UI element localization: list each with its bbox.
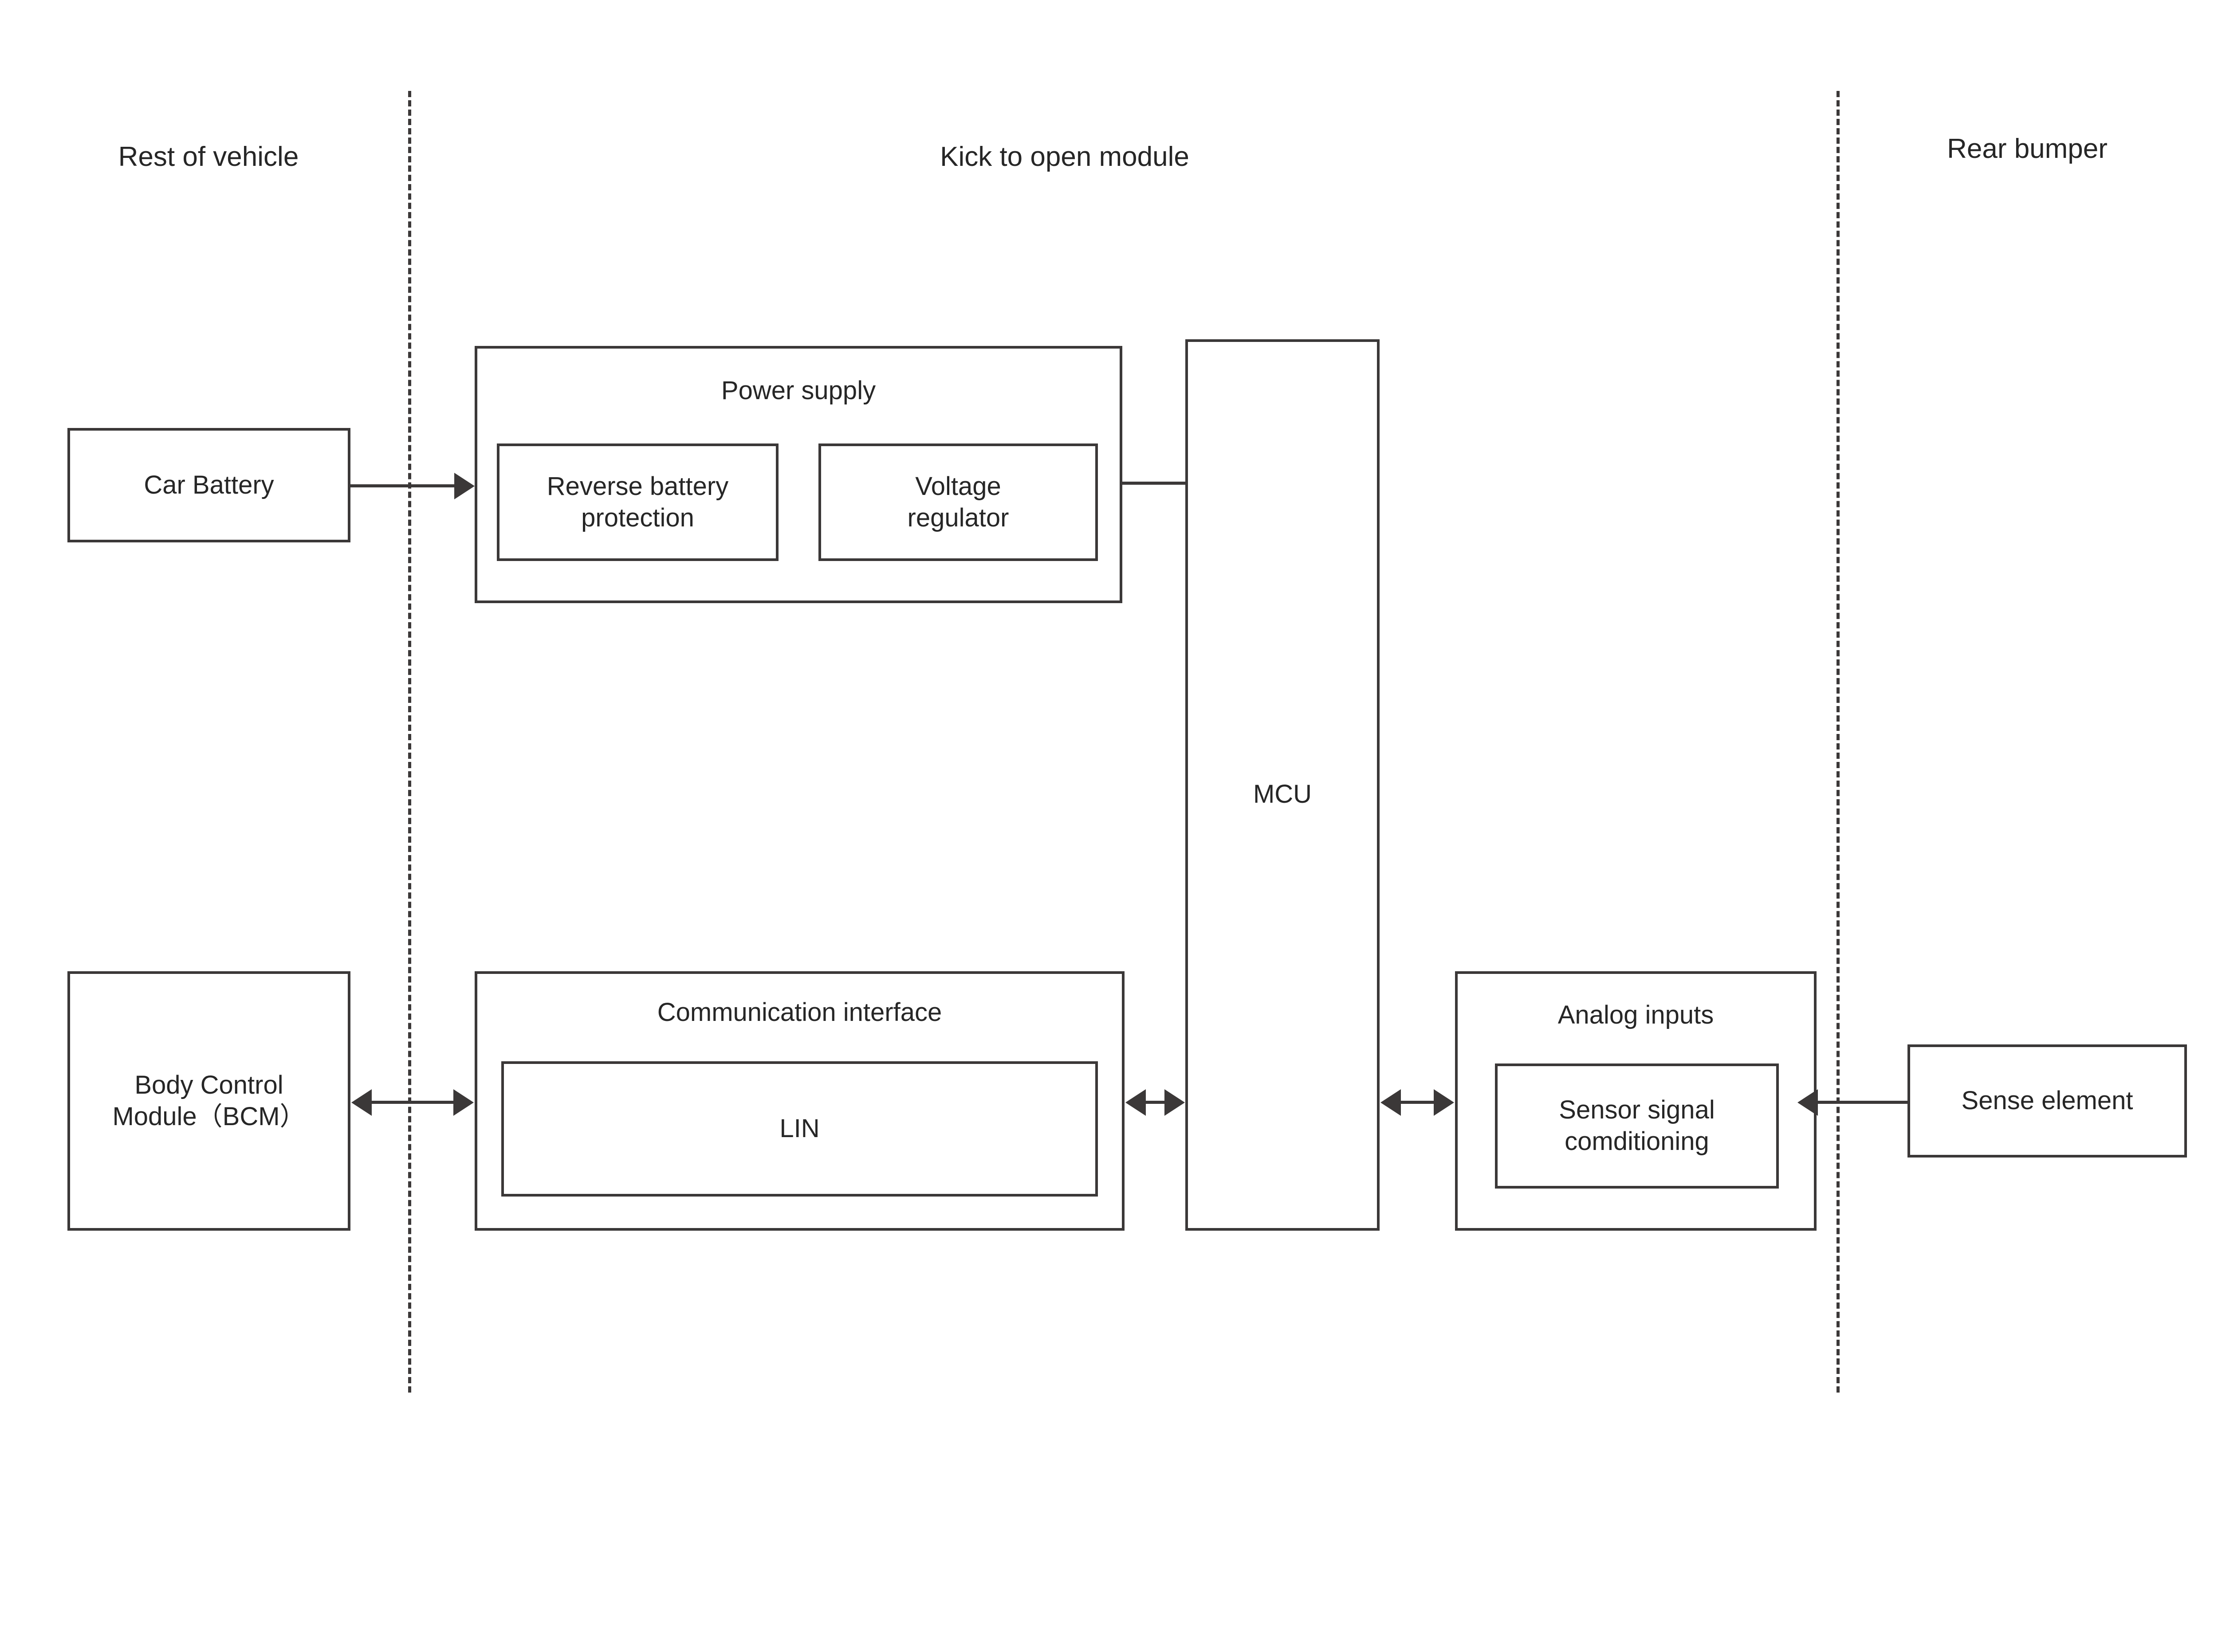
- block-lin[interactable]: LIN: [501, 1061, 1098, 1197]
- block-car-battery[interactable]: Car Battery: [67, 428, 350, 542]
- block-reverse-battery-protection-label: Reverse battery protection: [547, 471, 729, 532]
- connector-bcm-to-communication-interface: [368, 1101, 455, 1104]
- block-sense-element-label: Sense element: [1961, 1086, 2133, 1115]
- arrowhead-comm-to-mcu-right: [1164, 1089, 1185, 1116]
- block-analog-inputs-label: Analog inputs: [1557, 1001, 1714, 1029]
- connector-mcu-to-analog-inputs: [1397, 1101, 1437, 1104]
- zone-label-rear-bumper: Rear bumper: [1947, 133, 2108, 164]
- block-sense-element[interactable]: Sense element: [1907, 1044, 2187, 1158]
- arrowhead-mcu-to-analog-right: [1434, 1089, 1454, 1116]
- block-voltage-regulator-label: Voltage regulator: [907, 471, 1009, 532]
- connector-power-supply-to-mcu: [1122, 482, 1188, 485]
- connector-sense-element-to-analog-inputs: [1814, 1101, 1910, 1104]
- arrowhead-battery-to-power-supply: [454, 473, 475, 499]
- block-mcu[interactable]: MCU: [1185, 339, 1380, 1231]
- connector-battery-to-power-supply: [350, 484, 457, 487]
- block-mcu-label: MCU: [1253, 780, 1312, 808]
- block-power-supply-label: Power supply: [721, 376, 876, 405]
- block-sensor-signal-conditioning[interactable]: Sensor signal comditioning: [1495, 1063, 1779, 1189]
- divider-right-module-bumper: [1837, 91, 1840, 1393]
- zone-label-kick-to-open-module: Kick to open module: [940, 141, 1189, 172]
- block-lin-label: LIN: [779, 1114, 820, 1143]
- block-body-control-module-label: Body Control Module（BCM）: [112, 1070, 306, 1131]
- divider-left-vehicle-module: [408, 91, 411, 1393]
- connector-communication-interface-to-mcu: [1142, 1101, 1169, 1104]
- block-car-battery-label: Car Battery: [144, 470, 274, 499]
- block-sensor-signal-conditioning-label: Sensor signal comditioning: [1559, 1095, 1715, 1156]
- zone-label-rest-of-vehicle: Rest of vehicle: [118, 141, 299, 172]
- block-voltage-regulator[interactable]: Voltage regulator: [818, 443, 1098, 561]
- block-communication-interface-label: Communication interface: [657, 998, 942, 1027]
- arrowhead-bcm-right: [453, 1089, 474, 1116]
- block-body-control-module[interactable]: Body Control Module（BCM）: [67, 971, 350, 1231]
- block-reverse-battery-protection[interactable]: Reverse battery protection: [497, 443, 779, 561]
